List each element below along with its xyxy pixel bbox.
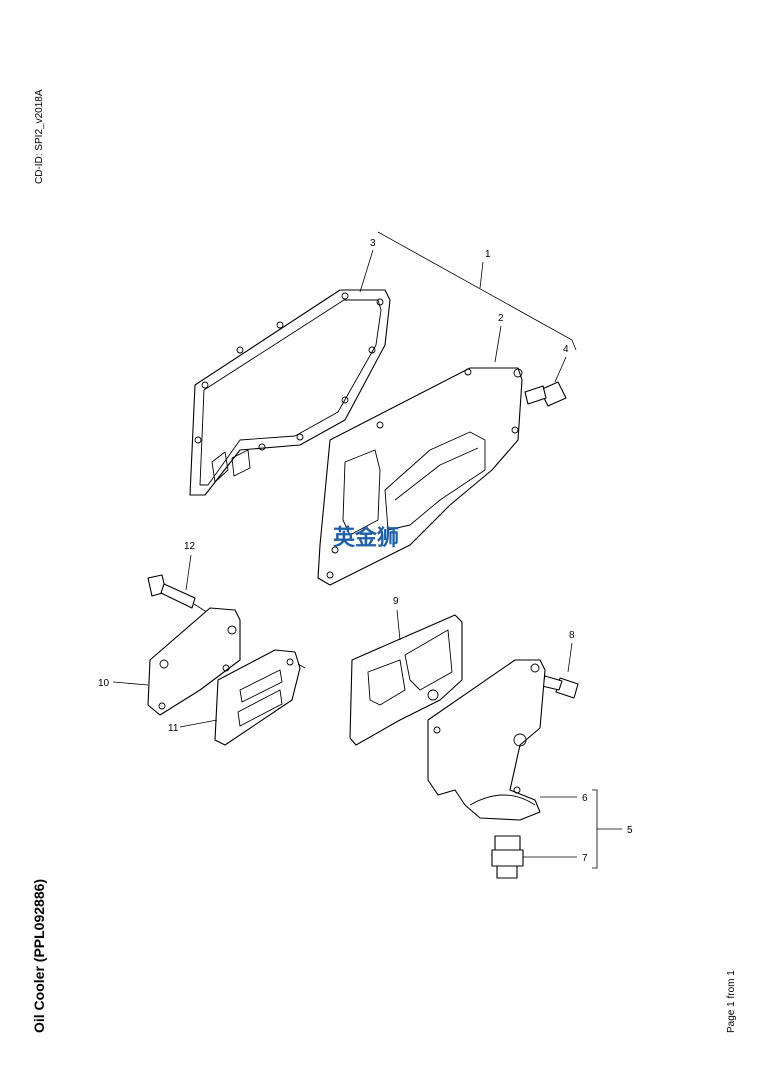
bolt-part-4: [524, 381, 567, 407]
callout-2: 2: [498, 313, 504, 324]
leader-lines: [112, 231, 622, 869]
callout-12: 12: [184, 541, 196, 552]
callout-3: 3: [370, 238, 376, 249]
callout-labels: 1 2 3 4 5 6 7 8 9 10 11 12: [98, 238, 633, 864]
watermark-logo: 英金狮: [333, 525, 399, 551]
fitting-part-7: [491, 835, 524, 879]
callout-6: 6: [582, 793, 588, 804]
gasket-part-3: [189, 289, 391, 496]
callout-5: 5: [627, 825, 633, 836]
callout-1: 1: [485, 249, 491, 260]
bolt-part-8: [541, 675, 579, 699]
callout-11: 11: [168, 723, 179, 734]
callout-8: 8: [569, 630, 575, 641]
callout-10: 10: [98, 678, 110, 689]
bolt-part-12: [147, 574, 233, 629]
cover-plate-part-10: [147, 607, 241, 716]
gasket-part-11: [214, 649, 306, 746]
oil-cooler-part-2: [317, 367, 523, 586]
callout-4: 4: [563, 344, 569, 355]
callout-7: 7: [582, 853, 588, 864]
gasket-part-9: [349, 614, 463, 746]
filter-housing-part-6: [427, 659, 546, 821]
callout-9: 9: [393, 596, 399, 607]
